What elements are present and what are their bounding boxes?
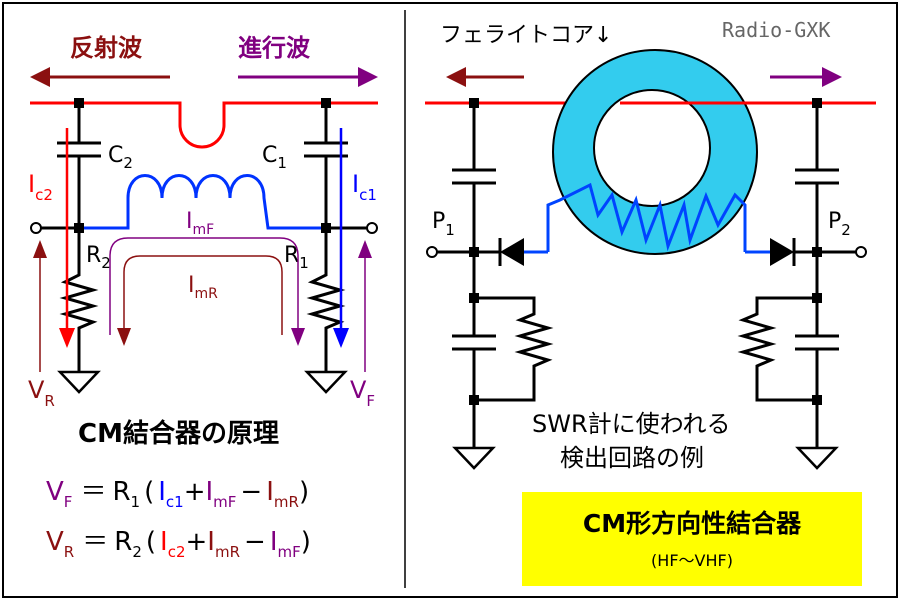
ic2-current-arrow [59, 128, 75, 348]
toroid-winding [546, 182, 747, 252]
reflected-wave-label: 反射波 [70, 34, 143, 62]
directional-coupler-title-box: CM形方向性結合器 (HF〜VHF) [522, 492, 862, 586]
detector-note-line1: SWR計に使われる [532, 410, 730, 438]
junction-dot [321, 98, 331, 108]
ic2-label: Ic2 [28, 170, 53, 204]
r1-label: R1 [284, 243, 309, 272]
vf-label: VF [350, 376, 375, 410]
reflected-wave-arrow [30, 67, 170, 87]
forward-wave-label: 進行波 [238, 34, 311, 62]
junction-dot [321, 223, 331, 233]
diode-left [474, 238, 550, 266]
ground-p1-side [452, 446, 496, 470]
p1-label: P1 [432, 209, 455, 239]
imr-current-path [117, 255, 283, 346]
left-panel: 反射波 進行波 C2 C1 [28, 34, 378, 561]
ferrite-core-label: フェライトコア↓ [440, 23, 612, 48]
ground-left [57, 370, 101, 394]
ground-p2-side [795, 446, 839, 470]
forward-arrow-right-panel [770, 67, 842, 87]
junction-dot [74, 98, 84, 108]
c2-label: C2 [108, 143, 133, 172]
equation-vf: VF＝R1(Ic1+ImF−ImR) [46, 477, 309, 511]
principle-caption: CM結合器の原理 [78, 418, 279, 449]
terminal-left [30, 222, 42, 234]
forward-wave-arrow [238, 67, 378, 87]
imf-label: ImF [186, 209, 214, 238]
resistor-r1 [306, 233, 346, 372]
junction-dot [74, 223, 84, 233]
watermark: Radio-GXK [722, 18, 830, 42]
ic1-current-arrow [333, 128, 349, 348]
title-box-heading: CM形方向性結合器 [583, 509, 802, 538]
terminal-p2 [855, 246, 867, 258]
reflected-arrow-right-panel [446, 67, 524, 87]
vf-voltage-arrow [358, 240, 372, 372]
detector-rc-left [452, 296, 554, 402]
coupling-coil-inductor [79, 174, 326, 230]
junction-dot [469, 98, 479, 108]
right-panel: Radio-GXK フェライトコア↓ [425, 18, 876, 586]
ferrite-toroid-core [552, 49, 758, 255]
junction-dot [812, 98, 822, 108]
detector-note-line2: 検出回路の例 [560, 444, 704, 472]
detector-rc-right [737, 296, 839, 402]
ic1-label: Ic1 [352, 170, 377, 204]
p2-label: P2 [828, 209, 851, 239]
imf-current-path [109, 237, 305, 346]
equation-vr: VR＝R2(Ic2+ImR−ImF) [46, 527, 311, 561]
vr-label: VR [28, 376, 55, 410]
r2-label: R2 [86, 243, 111, 272]
terminal-p1 [426, 246, 438, 258]
title-box-subheading: (HF〜VHF) [651, 551, 733, 570]
resistor-r2 [59, 233, 99, 372]
diode-right [743, 238, 817, 266]
imr-label: ImR [188, 273, 218, 302]
vr-voltage-arrow [33, 240, 47, 372]
main-line-conductor [30, 101, 378, 149]
c1-label: C1 [262, 143, 287, 172]
terminal-right [366, 222, 378, 234]
capacitor-c2 [57, 108, 101, 228]
ground-right [304, 370, 348, 394]
